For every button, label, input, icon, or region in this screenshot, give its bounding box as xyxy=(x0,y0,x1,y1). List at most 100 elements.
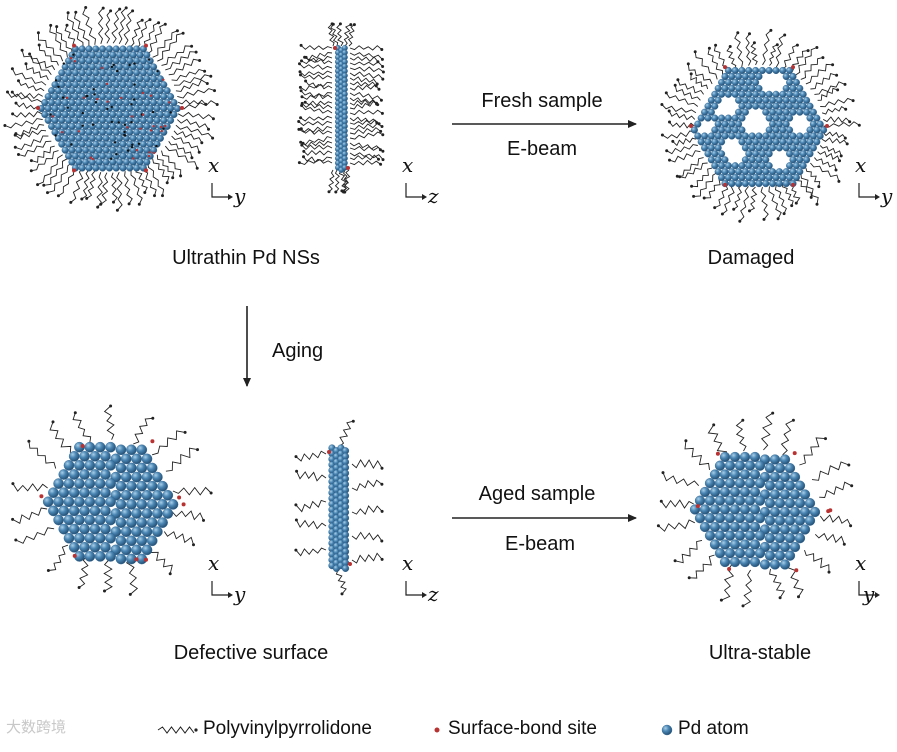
ligand-end xyxy=(77,586,81,589)
pd-atom xyxy=(701,108,709,116)
pd-atom xyxy=(754,513,766,524)
pd-atom xyxy=(170,99,178,107)
surface-bond-site xyxy=(65,96,69,100)
pd-atom xyxy=(119,57,127,65)
pd-atom xyxy=(724,530,736,541)
pvp-ligand xyxy=(55,26,73,54)
pvp-ligand xyxy=(300,45,333,51)
surface-bond-site xyxy=(126,126,129,129)
pd-atom xyxy=(789,132,797,140)
pd-atom xyxy=(160,81,168,89)
axis-arrow-line xyxy=(211,183,228,198)
defective-side-view xyxy=(327,444,352,573)
surface-bond-site xyxy=(92,88,95,91)
pd-atom xyxy=(739,504,751,515)
pd-atom xyxy=(762,156,770,164)
pd-atom xyxy=(734,513,746,524)
surface-bond-site xyxy=(791,182,795,187)
pvp-ligand xyxy=(750,42,758,66)
ligand-end xyxy=(302,155,305,159)
pd-atom xyxy=(701,144,709,152)
pd-atom xyxy=(714,530,726,541)
surface-bond-site xyxy=(162,127,165,130)
surface-bond-site xyxy=(168,101,171,104)
pd-atom xyxy=(739,486,751,498)
axis-arrow-line xyxy=(211,581,228,596)
ligand-end xyxy=(203,69,207,73)
pd-atom xyxy=(779,541,791,553)
pd-atom xyxy=(92,128,100,136)
axis-label-x: x xyxy=(855,551,867,575)
ligand-end xyxy=(49,23,53,27)
pd-atom xyxy=(729,486,741,498)
pvp-ligand xyxy=(707,424,728,459)
pvp-ligand xyxy=(97,7,104,44)
pd-atom xyxy=(739,539,751,550)
pd-atom xyxy=(789,108,797,116)
axis-label-z: z xyxy=(428,184,439,208)
pd-atom xyxy=(796,168,804,176)
ligand-end xyxy=(748,209,751,213)
surface-bond-site xyxy=(130,103,133,106)
pd-atom xyxy=(115,517,127,528)
pd-atom xyxy=(122,110,130,119)
pd-atom xyxy=(92,140,100,148)
pd-atom xyxy=(796,108,804,116)
ligand-end xyxy=(300,95,304,99)
pvp-ligand xyxy=(7,91,43,103)
pd-atom xyxy=(806,150,814,158)
pd-atom xyxy=(721,168,729,176)
pd-atom xyxy=(115,499,127,510)
pd-atom xyxy=(119,45,127,53)
ligand-end xyxy=(29,169,33,173)
pd-atom xyxy=(105,441,116,453)
pd-atom xyxy=(699,504,711,515)
pd-atom xyxy=(136,499,148,510)
label-ebeam-top: E-beam xyxy=(506,138,578,160)
pd-atom xyxy=(78,69,86,77)
pvp-ligand xyxy=(349,127,381,135)
pd-atom xyxy=(782,168,790,176)
ligand-end xyxy=(109,404,113,408)
ligand-end xyxy=(849,524,853,528)
pvp-ligand xyxy=(301,102,333,110)
pd-atom xyxy=(75,99,83,107)
pd-atom xyxy=(120,471,132,483)
pvp-ligand xyxy=(351,505,383,516)
pvp-ligand xyxy=(123,10,133,46)
pd-atom xyxy=(739,556,751,568)
pd-atom xyxy=(100,505,111,517)
pd-atom xyxy=(764,463,776,474)
pd-atom xyxy=(109,158,117,166)
pvp-ligand xyxy=(300,74,333,80)
pd-atom xyxy=(95,158,103,166)
pvp-ligand xyxy=(29,53,56,71)
pd-atom xyxy=(89,505,101,517)
pvp-ligand xyxy=(295,519,327,530)
pd-atom xyxy=(58,69,66,77)
pd-atom xyxy=(735,108,743,116)
pd-atom xyxy=(99,128,107,136)
pd-atom xyxy=(116,87,124,95)
pd-atom xyxy=(714,144,722,152)
ligand-end xyxy=(299,43,303,47)
pd-atom xyxy=(782,120,790,128)
pvp-ligand xyxy=(339,420,354,447)
surface-bond-site xyxy=(93,93,96,96)
pd-atom xyxy=(41,99,49,107)
pd-atom xyxy=(143,63,151,71)
pd-atom xyxy=(65,93,73,101)
surface-bond-site xyxy=(152,125,155,128)
ligand-end xyxy=(205,82,209,85)
pd-atom xyxy=(764,515,776,526)
pd-atom xyxy=(741,96,749,104)
pd-atom xyxy=(71,81,79,89)
pvp-ligand xyxy=(760,186,769,220)
pd-atom xyxy=(150,87,158,95)
pvp-ligand xyxy=(820,97,854,108)
pd-atom xyxy=(131,471,142,483)
ligand-end xyxy=(11,517,15,521)
pd-atom xyxy=(813,114,821,122)
pvp-ligand xyxy=(301,144,333,151)
pvp-ligand xyxy=(168,58,200,76)
